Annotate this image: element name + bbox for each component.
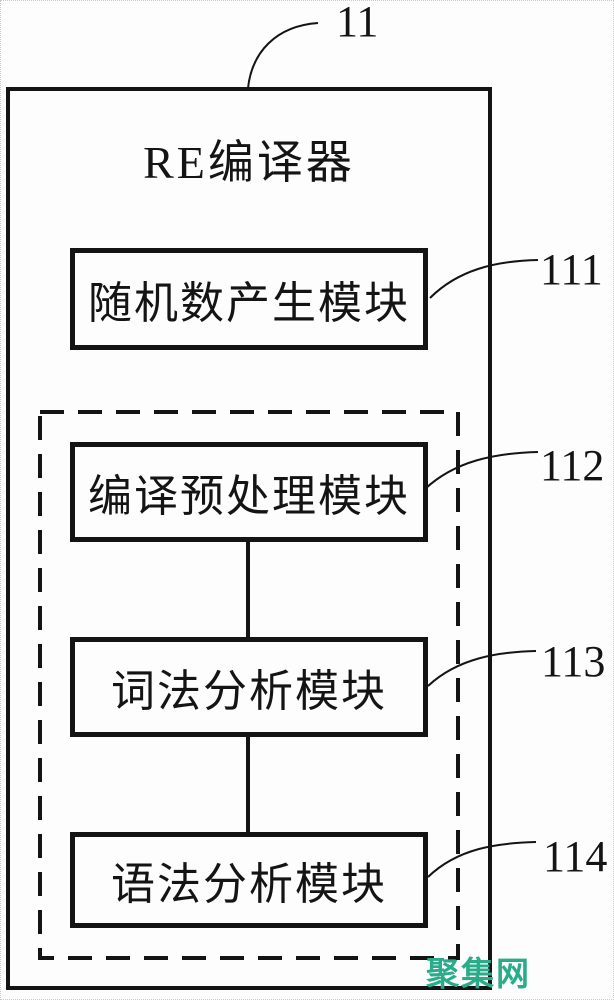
watermark: 聚集网 — [426, 954, 531, 993]
module-box-random-number-generation: 随机数产生模块 — [70, 248, 428, 350]
module-label-lexical-analysis: 词法分析模块 — [111, 667, 387, 716]
leader-line-113 — [427, 650, 537, 687]
leader-line-11 — [247, 22, 319, 89]
ref-label-11: 11 — [336, 0, 379, 46]
ref-label-111: 111 — [540, 245, 603, 294]
leader-line-111 — [429, 259, 539, 299]
module-label-random-number-generation: 随机数产生模块 — [88, 279, 410, 328]
ref-label-113: 113 — [541, 637, 606, 686]
module-label-syntax-analysis: 语法分析模块 — [111, 860, 387, 909]
module-box-lexical-analysis: 词法分析模块 — [70, 637, 428, 737]
module-box-syntax-analysis: 语法分析模块 — [70, 832, 428, 928]
module-label-compile-preprocessing: 编译预处理模块 — [88, 472, 410, 521]
ref-label-112: 112 — [540, 441, 605, 490]
dashed-group-box — [38, 410, 460, 960]
re-compiler-box — [6, 87, 492, 990]
ref-label-114: 114 — [543, 832, 608, 881]
leader-line-112 — [424, 451, 539, 490]
re-compiler-title: RE编译器 — [143, 137, 355, 188]
module-box-compile-preprocessing: 编译预处理模块 — [70, 442, 428, 542]
leader-line-114 — [427, 841, 537, 878]
